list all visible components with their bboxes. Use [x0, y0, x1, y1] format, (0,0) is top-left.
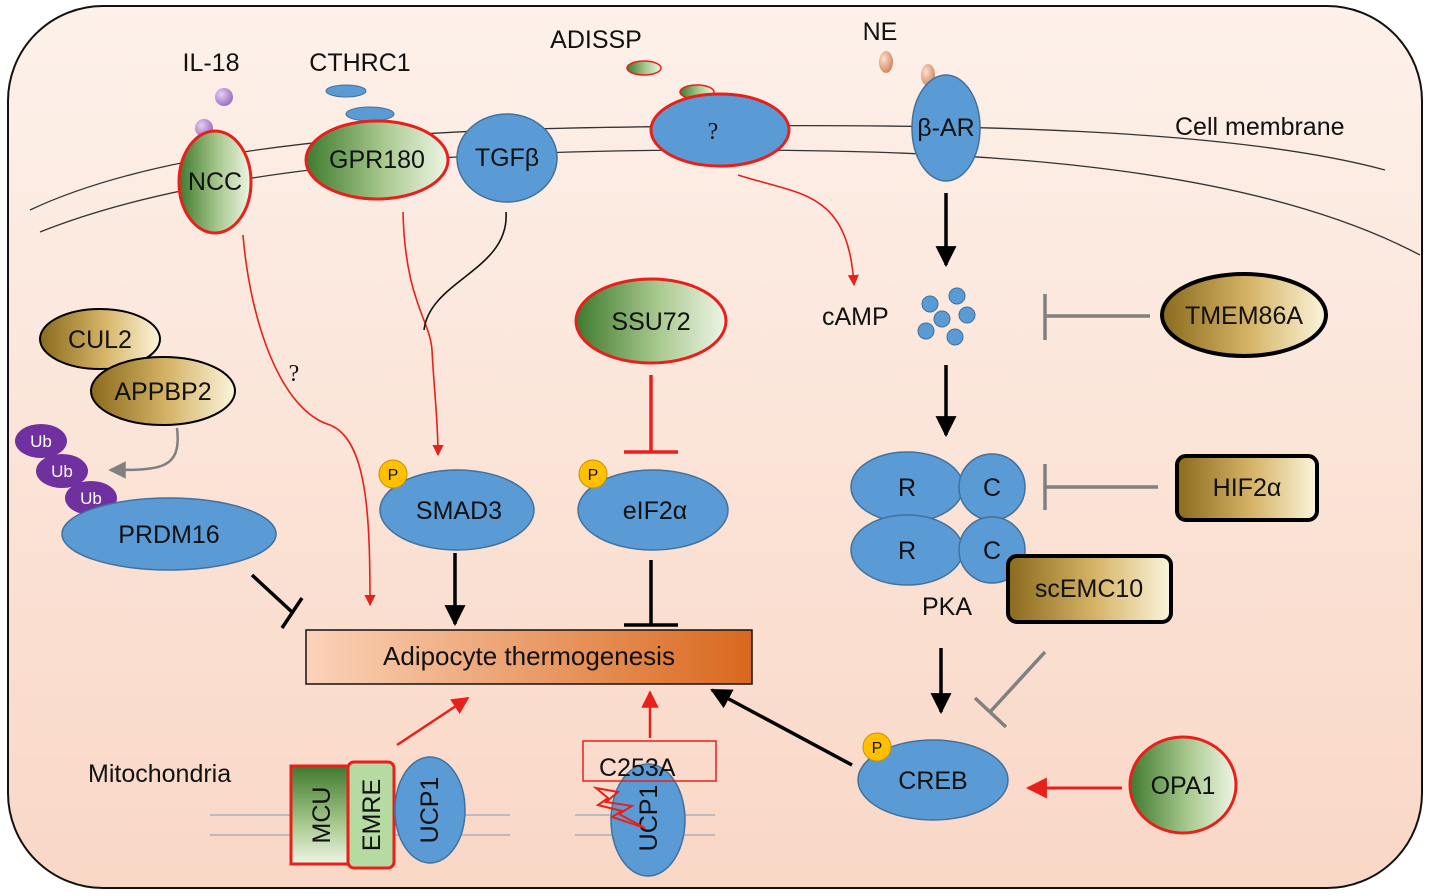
unknown-adissp-receptor — [649, 92, 791, 168]
mcu-label: MCU — [308, 787, 336, 844]
ncc-receptor — [177, 129, 253, 235]
ucp1-mutant-label: UCP1 — [635, 785, 663, 852]
ncc-label: NCC — [188, 168, 242, 196]
beta-ar-receptor — [911, 74, 981, 182]
tgfb-label: TGFβ — [475, 144, 539, 172]
creb-label: CREB — [898, 767, 967, 795]
cul2-node — [39, 308, 161, 370]
c253a-mutation-box — [582, 740, 717, 782]
pka-label: PKA — [922, 593, 972, 621]
ub-label-3: Ub — [80, 489, 102, 508]
scemc10-node — [1006, 554, 1173, 624]
smad3-label: SMAD3 — [416, 497, 502, 525]
ucp1-mutant-protein — [610, 763, 686, 877]
mcu-to-thermogenesis-arrow — [396, 696, 470, 747]
ucp1-protein — [394, 756, 466, 864]
scemc10-label: scEMC10 — [1035, 575, 1143, 603]
appbp2-node — [90, 356, 236, 426]
opa1-label: OPA1 — [1151, 772, 1216, 800]
gpr180-label: GPR180 — [329, 146, 425, 174]
creb-to-thermogenesis-arrow — [710, 688, 853, 767]
hif2a-label: HIF2α — [1213, 474, 1282, 502]
ncc-pathway-question-mark: ? — [289, 361, 300, 387]
beta-ar-label: β-AR — [917, 114, 974, 142]
gpr180-to-smad3-arrow — [402, 211, 444, 457]
cthrc1-ligand — [325, 84, 367, 98]
il18-label: IL-18 — [183, 49, 240, 77]
smad3-phospho-badge — [378, 459, 408, 489]
ub-label-2: Ub — [51, 462, 73, 481]
ucp1-label: UCP1 — [416, 777, 444, 844]
eif2a-phospho-badge — [578, 459, 608, 489]
prdm16-node — [61, 497, 277, 571]
hif2a-inhibits-pka — [1043, 464, 1158, 510]
opa1-node — [1128, 735, 1238, 835]
ub-label-1: Ub — [30, 432, 52, 451]
ne-label: NE — [863, 18, 898, 46]
pka-r-label-1: R — [898, 474, 916, 502]
ncc-to-thermogenesis-arrow — [242, 234, 376, 607]
cthrc1-bound-ligand — [345, 106, 395, 122]
creb-node — [857, 739, 1009, 821]
smad3-phospho-label: P — [388, 467, 399, 484]
pka-complex: R C R C — [850, 451, 1026, 586]
tmem86a-node — [1160, 272, 1328, 358]
creb-phospho-badge — [862, 732, 892, 762]
prdm16-label: PRDM16 — [118, 521, 219, 549]
mcu-channel — [289, 764, 352, 866]
pka-c-label-1: C — [983, 474, 1001, 502]
eif2a-node — [577, 469, 729, 551]
emre-label: EMRE — [358, 779, 386, 851]
scemc10-inhibits-creb — [973, 650, 1047, 729]
smad3-node — [379, 469, 535, 551]
camp-molecules — [917, 287, 976, 346]
emre-subunit — [346, 760, 396, 870]
tgfb-to-smad3-connector — [423, 211, 507, 331]
ssu72-label: SSU72 — [611, 308, 690, 336]
mitochondria-label: Mitochondria — [88, 760, 231, 788]
adipocyte-thermogenesis-box — [305, 629, 753, 685]
ssu72-inhibits-eif2a — [624, 375, 678, 454]
adissp-label: ADISSP — [550, 26, 642, 54]
tmem86a-label: TMEM86A — [1185, 302, 1303, 330]
pka-r-label-2: R — [898, 537, 916, 565]
adissp-receptor-to-camp-arrow — [737, 174, 859, 287]
adipocyte-thermogenesis-label: Adipocyte thermogenesis — [383, 641, 675, 671]
cell-membrane-label: Cell membrane — [1175, 113, 1345, 141]
prdm16-inhibits-thermogenesis — [250, 573, 304, 629]
mutation-lightning-icon — [592, 786, 646, 829]
tgfb-receptor — [456, 113, 558, 203]
il18-ligand — [215, 88, 233, 106]
c253a-label: C253A — [599, 754, 676, 782]
eif2a-label: eIF2α — [623, 497, 687, 525]
gpr180-receptor — [304, 119, 450, 201]
eif2a-phospho-label: P — [588, 467, 599, 484]
hif2a-node — [1175, 454, 1319, 522]
creb-phospho-label: P — [872, 740, 883, 757]
camp-label: cAMP — [822, 303, 889, 331]
ne-ligand — [879, 51, 893, 73]
ubiquitin-1 — [15, 424, 67, 458]
eif2a-inhibits-thermogenesis — [624, 560, 678, 627]
ssu72-node — [574, 277, 728, 365]
ubiquitin-2 — [36, 454, 88, 488]
cul2-label: CUL2 — [68, 326, 132, 354]
pka-c-label-2: C — [983, 537, 1001, 565]
cthrc1-label: CTHRC1 — [309, 49, 410, 77]
tmem86a-inhibits-camp — [1043, 294, 1150, 340]
appbp2-label: APPBP2 — [114, 378, 211, 406]
appbp2-ubiquitination-arrow — [108, 427, 179, 479]
unknown-receptor-label: ? — [708, 119, 719, 145]
adissp-ligand — [626, 60, 662, 76]
